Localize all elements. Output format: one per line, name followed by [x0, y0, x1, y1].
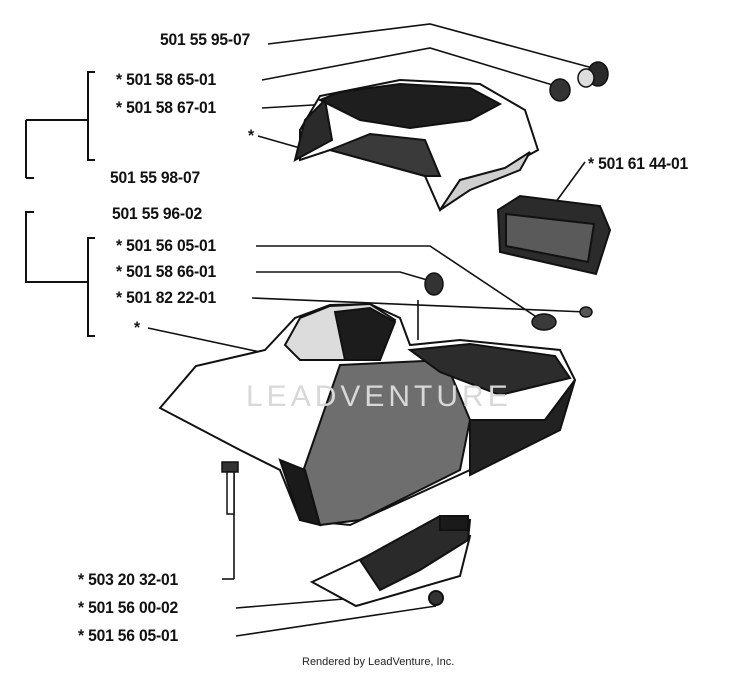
base-plate-drawing — [309, 514, 472, 608]
upper-cover-drawing — [293, 78, 540, 213]
label-bottom-c: * 501 56 05-01 — [78, 626, 179, 645]
label-bottom-a: * 503 20 32-01 — [78, 570, 179, 589]
label-top-a: * 501 58 65-01 — [116, 70, 217, 89]
footer-credit: Rendered by LeadVenture, Inc. — [302, 656, 455, 668]
watermark: LEADVENTURE — [246, 380, 512, 413]
knob-parts — [549, 61, 609, 102]
label-bottom-b: * 501 56 00-02 — [78, 598, 179, 617]
lower-bracket — [25, 211, 95, 337]
label-filter: * 501 61 44-01 — [588, 154, 689, 173]
label-assembly-top: 501 55 95-07 — [160, 30, 250, 49]
label-low-c: * 501 82 22-01 — [116, 288, 217, 307]
air-filter-drawing — [496, 194, 612, 276]
label-assembly-mid: 501 55 98-07 — [110, 168, 200, 187]
grommet-nut — [424, 272, 593, 331]
upper-bracket — [25, 71, 95, 179]
label-assembly-low: 501 55 96-02 — [112, 204, 202, 223]
leader-lines — [147, 23, 601, 637]
bolt-drawing — [221, 461, 239, 515]
label-top-b: * 501 58 67-01 — [116, 98, 217, 117]
label-low-b: * 501 58 66-01 — [116, 262, 217, 281]
label-top-star: * — [248, 126, 254, 145]
lower-cover-drawing — [158, 302, 577, 527]
label-low-a: * 501 56 05-01 — [116, 236, 217, 255]
label-low-star: * — [134, 318, 140, 337]
